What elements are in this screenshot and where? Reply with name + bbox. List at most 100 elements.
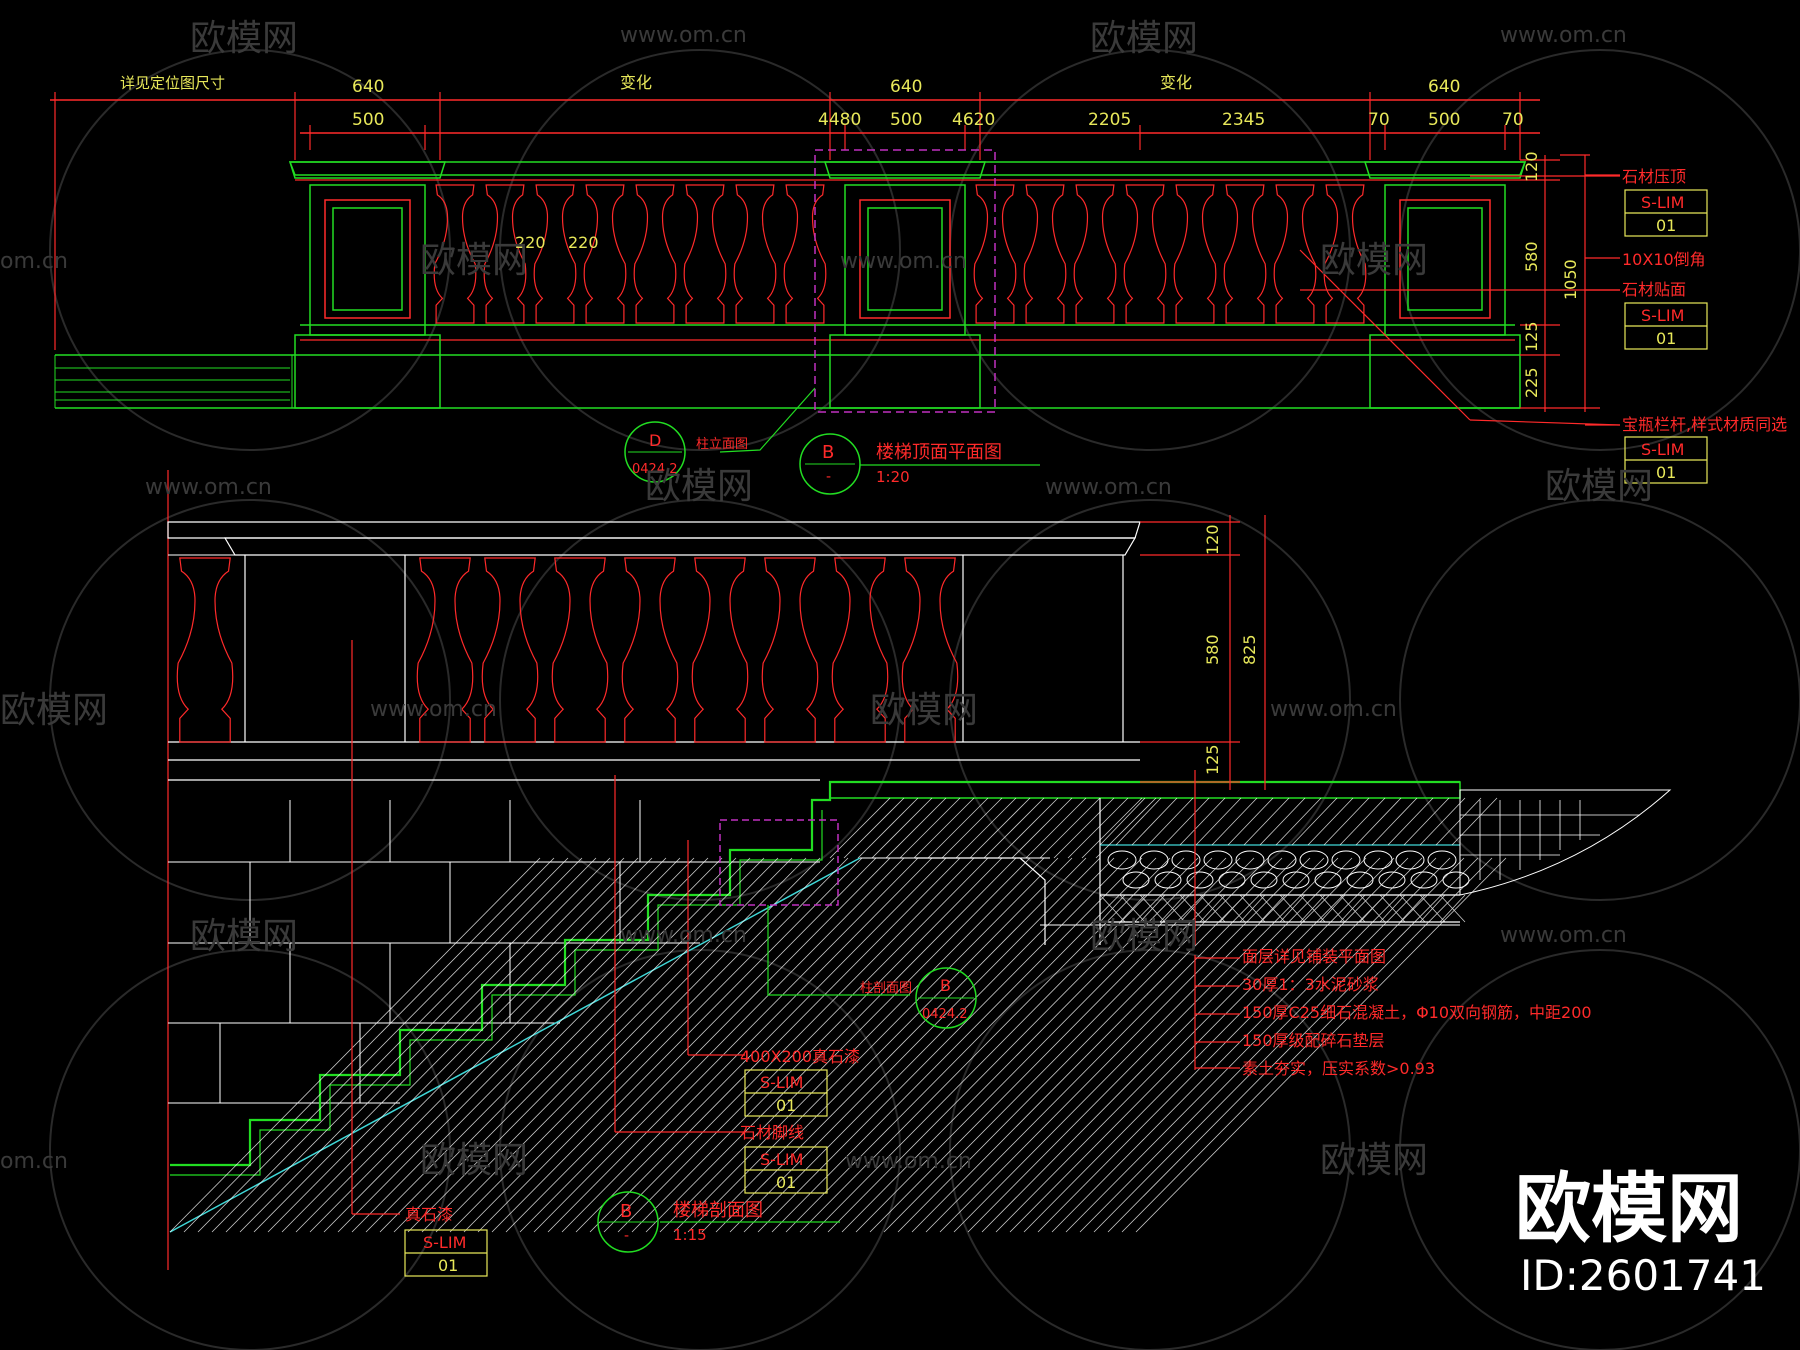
baluster bbox=[416, 557, 474, 743]
section-text: 120 580 825 125 面层详见铺装平面图 30厚1：3水泥砂浆 150… bbox=[405, 524, 1592, 1275]
hatch-line bbox=[309, 857, 681, 1233]
hatch-line bbox=[799, 857, 1171, 1233]
sec-title-sub: - bbox=[624, 1228, 629, 1244]
wm-brand: 欧模网 bbox=[1090, 916, 1198, 957]
stone bbox=[1442, 871, 1470, 889]
hatch-line bbox=[1419, 894, 1446, 923]
pillar-cap bbox=[823, 161, 987, 179]
hatch-line bbox=[813, 857, 1185, 1233]
sec-callout-1: 400X200真石漆 bbox=[740, 1047, 860, 1066]
dim-top-3: 640 bbox=[890, 77, 922, 97]
pillar-base bbox=[294, 334, 441, 409]
right-dim-5: 225 bbox=[1522, 367, 1541, 398]
pillar-base bbox=[829, 334, 981, 409]
pillar-cap bbox=[288, 161, 447, 179]
hatch-line bbox=[1025, 797, 1087, 859]
hatch-line bbox=[897, 857, 1269, 1233]
hatch-line bbox=[1435, 797, 1482, 846]
baluster bbox=[831, 557, 889, 743]
layer-5: 素土夯实，压实系数>0.93 bbox=[1242, 1059, 1435, 1078]
pillar-panel-inner bbox=[1407, 207, 1483, 311]
baluster bbox=[1073, 184, 1117, 324]
sec-dim-4: 125 bbox=[1203, 744, 1222, 775]
hatch-line bbox=[1239, 894, 1266, 923]
hatch-line bbox=[955, 797, 1017, 859]
baluster bbox=[1173, 184, 1217, 324]
hatch-line bbox=[1259, 797, 1306, 846]
baluster bbox=[1273, 184, 1317, 324]
baluster bbox=[1223, 184, 1267, 324]
hatch-line bbox=[477, 857, 849, 1233]
baluster bbox=[761, 557, 819, 743]
stone bbox=[1186, 871, 1214, 889]
hatch-line bbox=[1135, 857, 1507, 1233]
hatch-line bbox=[631, 857, 1003, 1233]
baluster bbox=[551, 557, 609, 743]
sec-callout-2-num: 01 bbox=[776, 1173, 796, 1192]
hatch-line bbox=[983, 797, 1045, 859]
hatch-line bbox=[1371, 797, 1418, 846]
hatch-line bbox=[939, 857, 1311, 1233]
hatch-line bbox=[841, 857, 1213, 1233]
baluster bbox=[733, 184, 777, 324]
pillar-panel bbox=[859, 199, 951, 319]
hatch-line bbox=[857, 797, 919, 859]
wm-url: www.om.cn bbox=[1500, 23, 1627, 48]
callout-1-tag: S-LIM bbox=[1641, 193, 1684, 212]
dim-2-1: 500 bbox=[352, 110, 384, 130]
pillar-panel bbox=[1399, 199, 1491, 319]
hatch-line bbox=[1379, 894, 1406, 923]
hatch-line bbox=[1119, 894, 1146, 923]
sec-callout-3-tag: S-LIM bbox=[423, 1233, 466, 1252]
title-scale: 1:20 bbox=[876, 468, 910, 486]
hatch-line bbox=[547, 857, 919, 1233]
hatch-line bbox=[855, 857, 1227, 1233]
hatch-line bbox=[267, 857, 639, 1233]
baluster bbox=[583, 184, 627, 324]
wm-brand: 欧模网 bbox=[1320, 240, 1428, 281]
hatch-line bbox=[883, 857, 1255, 1233]
hatch-line bbox=[1403, 797, 1450, 846]
detail-ref-label: 柱立面图 bbox=[696, 437, 748, 452]
baluster bbox=[683, 184, 727, 324]
hatch-line bbox=[1107, 857, 1479, 1233]
hatch-line bbox=[519, 857, 891, 1233]
hatch-line bbox=[533, 857, 905, 1233]
section-drawing bbox=[167, 470, 1672, 1277]
hatch-line bbox=[1179, 797, 1226, 846]
layer-2: 30厚1：3水泥砂浆 bbox=[1242, 975, 1379, 994]
hatch-line bbox=[505, 857, 877, 1233]
wm-brand: 欧模网 bbox=[0, 690, 108, 731]
hatch-line bbox=[941, 797, 1003, 859]
dim-2-4: 4620 bbox=[952, 110, 995, 130]
wm-brand: 欧模网 bbox=[870, 690, 978, 731]
stone bbox=[1250, 871, 1278, 889]
stone bbox=[1203, 850, 1233, 870]
wm-url-short: om.cn bbox=[0, 1149, 68, 1174]
baluster bbox=[1023, 184, 1067, 324]
sec-callout-2-tag: S-LIM bbox=[760, 1150, 803, 1169]
wm-url: www.om.cn bbox=[620, 23, 747, 48]
hatch-line bbox=[1259, 894, 1286, 923]
hatch-line bbox=[1163, 797, 1210, 846]
elevation-text: 详见定位图尺寸 640 变化 640 变化 640 500 4480 500 4… bbox=[120, 73, 1787, 486]
hatch-line bbox=[1081, 797, 1143, 859]
hatch-line bbox=[281, 857, 653, 1233]
hatch-line bbox=[1179, 894, 1206, 923]
hatch-line bbox=[659, 857, 1031, 1233]
hatch-line bbox=[1399, 894, 1426, 923]
hatch-line bbox=[463, 857, 835, 1233]
hatch-line bbox=[829, 797, 891, 859]
hatch-line bbox=[1323, 797, 1370, 846]
hatch-line bbox=[1037, 857, 1409, 1233]
stone bbox=[1363, 850, 1393, 870]
stone bbox=[1122, 871, 1150, 889]
stone bbox=[1331, 850, 1361, 870]
dim-2-9: 70 bbox=[1502, 110, 1524, 130]
callout-4-tag: S-LIM bbox=[1641, 440, 1684, 459]
title-letter: B bbox=[822, 442, 834, 463]
wm-url-short: om.cn bbox=[0, 249, 68, 274]
hatch-line bbox=[491, 857, 863, 1233]
hatch-line bbox=[1299, 894, 1326, 923]
dim-2-2: 4480 bbox=[818, 110, 861, 130]
